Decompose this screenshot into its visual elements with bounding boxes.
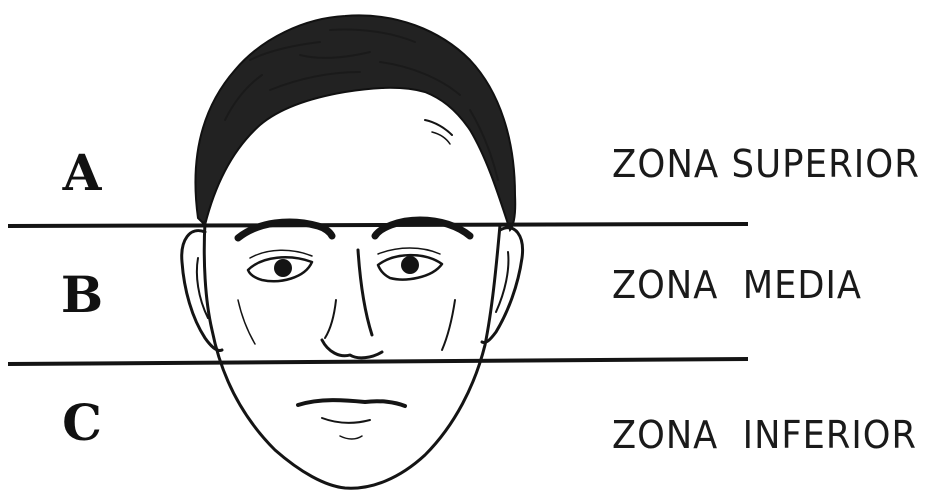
chin-dimple: [340, 436, 362, 439]
zone-letter-c: C: [62, 393, 102, 452]
divider-line-upper: [8, 224, 748, 226]
right-eyelid: [378, 248, 440, 254]
left-pupil: [274, 259, 292, 277]
right-cheek-line: [442, 300, 455, 350]
zone-name-superior: ZONA SUPERIOR: [612, 142, 920, 186]
zone-name-media: ZONA MEDIA: [612, 263, 862, 307]
hair: [195, 15, 515, 230]
right-eyebrow: [375, 220, 470, 236]
lower-lip: [322, 418, 370, 423]
mouth: [298, 400, 405, 406]
right-pupil: [401, 256, 419, 274]
left-ear: [182, 231, 222, 351]
zone-letter-a: A: [62, 143, 103, 202]
nose-base: [322, 340, 382, 358]
nose-side: [325, 300, 336, 338]
hair-part-stroke: [425, 120, 452, 135]
face-illustration: [182, 15, 523, 488]
left-cheek-line: [238, 300, 255, 344]
hair-part-stroke-2: [432, 132, 450, 144]
divider-line-lower: [8, 359, 748, 364]
nose-bridge: [358, 250, 372, 335]
zone-letter-b: B: [61, 265, 103, 324]
zone-name-inferior: ZONA INFERIOR: [612, 413, 917, 457]
